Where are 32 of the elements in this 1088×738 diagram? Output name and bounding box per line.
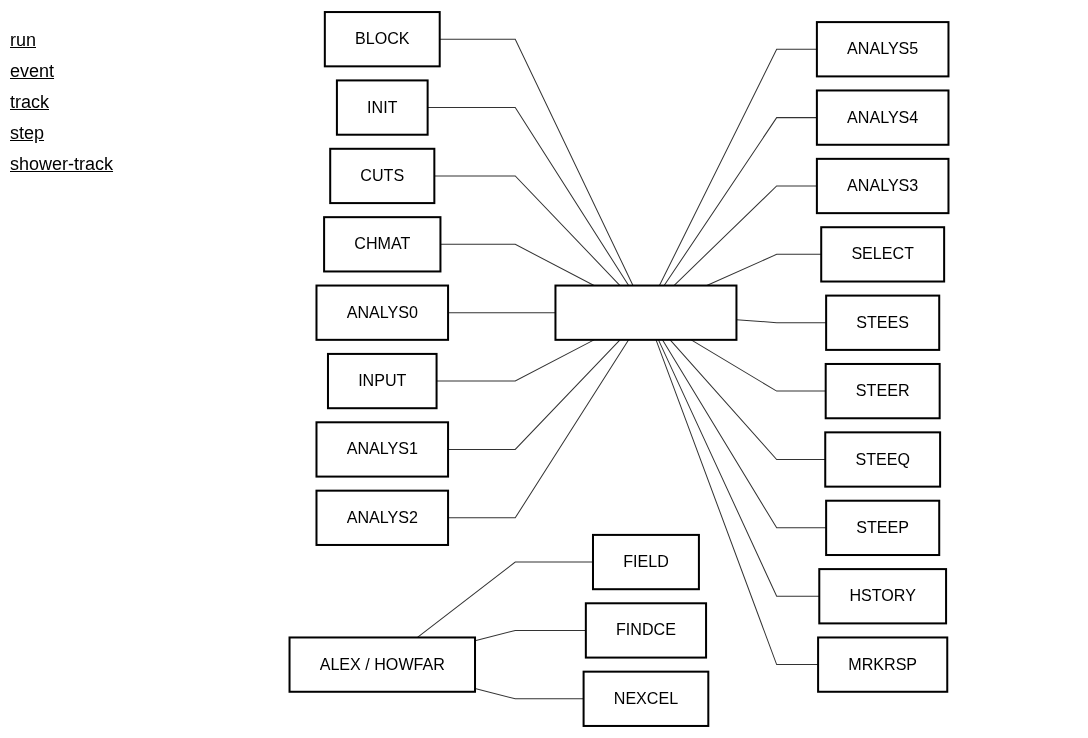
node-box: INPUT	[326, 352, 438, 410]
node-box: STEES	[825, 294, 941, 351]
connector	[661, 339, 827, 529]
loop-label: step	[10, 123, 46, 144]
node-box: FIELD	[592, 533, 700, 591]
node-box: STEEP	[825, 499, 941, 557]
node-box: STEER	[824, 362, 941, 420]
node-box: NEXCEL	[582, 670, 710, 727]
connector	[657, 339, 820, 597]
node-box: HSTORY	[818, 568, 948, 625]
node-box: ANALYS1	[315, 421, 450, 478]
loop-label: track	[10, 92, 50, 113]
node-box: BLOCK	[323, 11, 441, 68]
node-box: ANALYS2	[315, 489, 450, 546]
node-box: CHMAT	[323, 216, 442, 273]
connector	[669, 339, 826, 460]
node-box: ANALYS4	[815, 89, 950, 146]
node-box: STEEQ	[824, 431, 942, 488]
connector	[655, 339, 819, 666]
node-box: ANALYS5	[815, 21, 950, 78]
loop-label: event	[10, 61, 56, 82]
node-box: CUTS	[329, 147, 436, 205]
node-box: ANALYS0	[315, 284, 450, 341]
node-box: MRKRSP	[817, 636, 949, 693]
node-box: ALEX / HOWFAR	[288, 636, 477, 693]
node-box	[554, 284, 738, 341]
node-box: ANALYS3	[815, 157, 950, 215]
loop-label: shower-track	[10, 154, 115, 175]
loop-label: run	[10, 30, 37, 51]
node-box: FINDCE	[584, 602, 708, 659]
node-box: SELECT	[820, 226, 946, 283]
node-box: INIT	[335, 79, 429, 136]
